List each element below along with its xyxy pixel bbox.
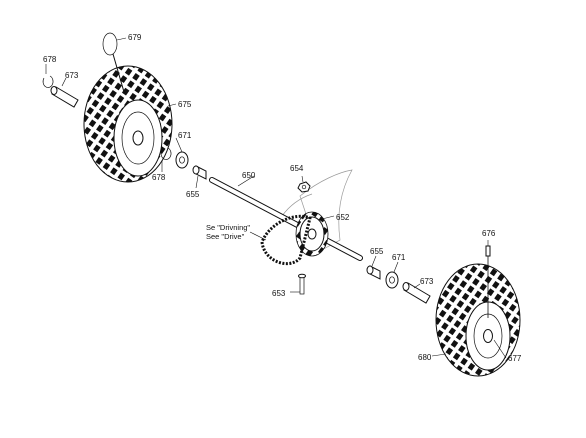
label-676: 676 [482,229,496,238]
clip-678-outer [42,75,54,88]
label-671-left: 671 [178,131,192,140]
label-654: 654 [290,164,304,173]
label-671-right: 671 [392,253,406,262]
bushing-655-left [192,165,207,180]
label-653: 653 [272,289,286,298]
label-650: 650 [242,171,256,180]
label-679: 679 [128,33,142,42]
label-673-right: 673 [420,277,434,286]
spacer-673-right [402,282,431,304]
label-677: 677 [508,354,522,363]
lynch-pin-679 [102,32,125,93]
label-655-right: 655 [370,247,384,256]
leader-lines [45,37,507,359]
nut-654 [297,181,311,193]
part-labels: 679 678 673 675 671 678 655 654 650 652 … [43,33,522,363]
drive-chain [260,214,312,265]
note-line-english: See "Drive" [206,232,245,241]
label-673-left: 673 [65,71,79,80]
spacer-673-left [50,86,79,108]
label-655-left: 655 [186,190,200,199]
label-678-inner: 678 [152,173,166,182]
washer-671-right [385,271,399,289]
drive-reference-note: Se "Drivning" See "Drive" [206,223,250,241]
label-680: 680 [418,353,432,362]
clip-678-inner [160,147,172,160]
bushing-655-right [366,265,381,280]
bolt-653 [298,273,306,295]
label-652: 652 [336,213,350,222]
note-line-swedish: Se "Drivning" [206,223,250,232]
label-678-outer: 678 [43,55,57,64]
wheel-675 [83,65,173,183]
washer-671-left [175,151,189,169]
label-675: 675 [178,100,192,109]
